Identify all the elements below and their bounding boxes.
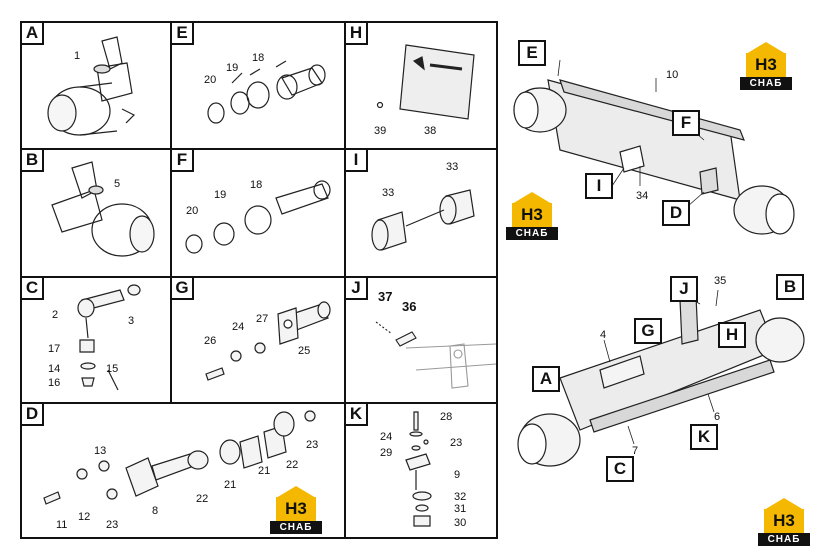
callout-b: B	[776, 274, 804, 300]
lever-assembly-drawing	[405, 411, 432, 527]
label-36: 36	[402, 299, 417, 314]
panel-i-tag: I	[346, 150, 368, 172]
label-6: 6	[714, 411, 721, 423]
label-9: 9	[454, 469, 461, 481]
panel-c-tag: C	[22, 278, 44, 300]
pin-assembly-e-drawing	[207, 60, 326, 124]
label-19: 19	[226, 62, 239, 74]
watermark-logo: Н3 СНАБ	[756, 498, 812, 548]
label-15: 15	[106, 363, 119, 375]
label-12: 12	[78, 511, 91, 523]
label-3: 3	[128, 315, 135, 327]
label-24: 24	[232, 321, 245, 333]
panel-b-tag: B	[22, 150, 44, 172]
label-8: 8	[152, 505, 159, 517]
label-31: 31	[454, 503, 467, 515]
callout-e: E	[518, 40, 546, 66]
label-26: 26	[204, 335, 217, 347]
tie-rod-end-drawing	[77, 284, 141, 391]
label-37: 37	[378, 289, 393, 304]
callout-c: C	[606, 456, 634, 482]
label-18: 18	[252, 52, 265, 64]
label-29: 29	[380, 447, 393, 459]
label-23: 23	[306, 439, 319, 451]
label-23: 23	[450, 437, 463, 449]
label-25: 25	[298, 345, 311, 357]
callout-f: F	[672, 110, 700, 136]
label-20: 20	[186, 205, 199, 217]
label-23: 23	[106, 519, 119, 531]
label-16: 16	[48, 377, 61, 389]
panel-j-tag: J	[346, 278, 368, 300]
panel-a-tag: A	[22, 23, 44, 45]
panel-d-tag: D	[22, 404, 44, 426]
panel-f: F 20 19 18	[170, 148, 346, 278]
label-32: 32	[454, 491, 467, 503]
watermark-logo: Н3 СНАБ	[738, 42, 794, 92]
label-38: 38	[424, 125, 437, 137]
callout-i: I	[585, 173, 613, 199]
panel-i: I 33 33	[344, 148, 498, 278]
panel-e-tag: E	[172, 23, 194, 45]
label-18: 18	[250, 179, 263, 191]
label-30: 30	[454, 517, 467, 529]
watermark-logo: Н3 СНАБ	[268, 486, 324, 536]
panel-d: D 13 11 12 23 8 22 21 21 22 23 Н3 СНАБ	[20, 402, 346, 539]
panel-h: H 39 38	[344, 21, 498, 150]
bushings-drawing	[371, 189, 475, 251]
watermark-logo: Н3 СНАБ	[504, 192, 560, 242]
label-19: 19	[214, 189, 227, 201]
label-33: 33	[382, 187, 395, 199]
panel-h-tag: H	[346, 23, 368, 45]
panel-b: B 5	[20, 148, 172, 278]
label-28: 28	[440, 411, 453, 423]
label-13: 13	[94, 445, 107, 457]
label-10: 10	[666, 69, 679, 81]
label-11: 11	[56, 519, 68, 531]
label-7: 7	[632, 445, 639, 457]
label-17: 17	[48, 343, 61, 355]
label-33: 33	[446, 161, 459, 173]
label-14: 14	[48, 363, 61, 375]
callout-a: A	[532, 366, 560, 392]
label-22: 22	[196, 493, 209, 505]
label-22: 22	[286, 459, 299, 471]
steering-knuckle-drawing	[47, 36, 136, 136]
panel-f-tag: F	[172, 150, 194, 172]
panel-k-tag: K	[346, 404, 368, 426]
panel-k: K 28 24 23 29 9 32 31 30	[344, 402, 498, 539]
label-21: 21	[258, 465, 271, 477]
panel-g-tag: G	[172, 278, 194, 300]
pin-j-drawing	[375, 321, 497, 389]
label-4: 4	[600, 329, 607, 341]
label-1: 1	[74, 50, 81, 62]
callout-d: D	[662, 200, 690, 226]
label-35: 35	[714, 275, 727, 287]
label-20: 20	[204, 74, 217, 86]
steering-knuckle-b-drawing	[51, 161, 155, 257]
label-2: 2	[52, 309, 59, 321]
label-39: 39	[374, 125, 387, 137]
panel-a: A 1	[20, 21, 172, 150]
steering-pin-assembly-drawing	[43, 410, 316, 505]
panel-c: C 2 3 17 14 15 16	[20, 276, 172, 404]
callout-j: J	[670, 276, 698, 302]
label-24: 24	[380, 431, 393, 443]
label-5: 5	[114, 178, 121, 190]
label-34: 34	[636, 190, 649, 202]
callout-k: K	[690, 424, 718, 450]
callout-g: G	[634, 318, 662, 344]
label-21: 21	[224, 479, 237, 491]
plate-drawing	[376, 44, 475, 120]
pin-assembly-f-drawing	[185, 180, 331, 254]
callout-h: H	[718, 322, 746, 348]
pin-bolt-drawing	[205, 301, 331, 381]
label-27: 27	[256, 313, 269, 325]
